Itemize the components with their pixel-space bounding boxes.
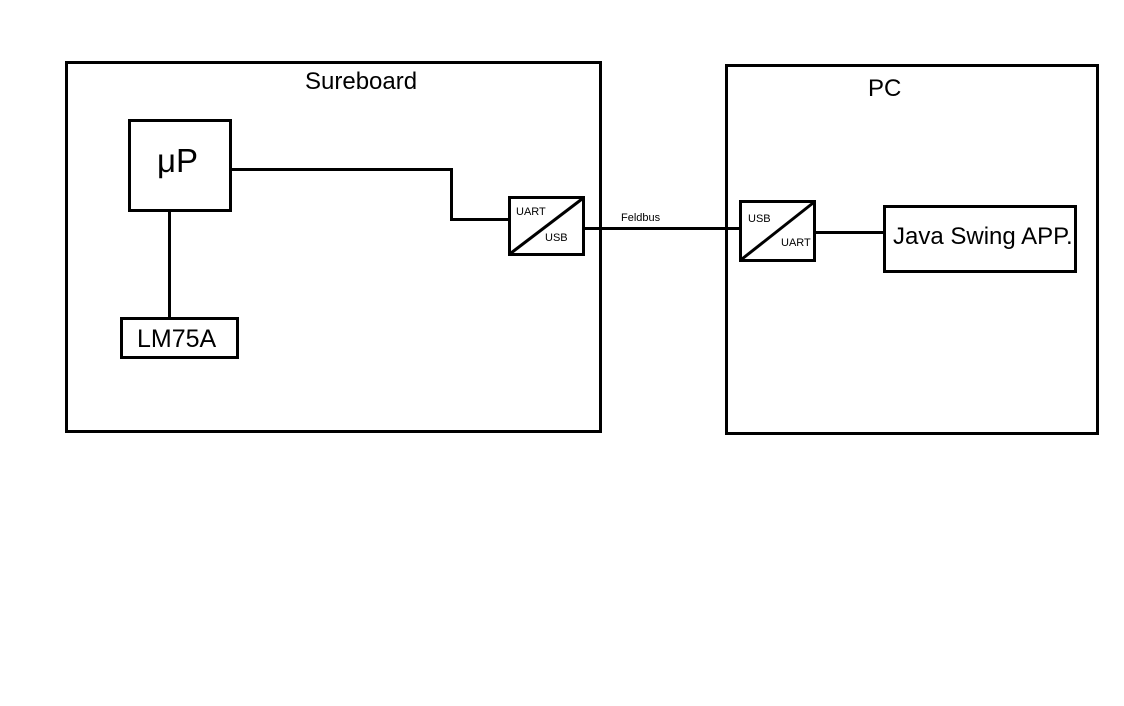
- converter1-top-label: UART: [516, 206, 546, 218]
- microprocessor-block: [128, 119, 232, 212]
- uart-usb-converter: [508, 196, 585, 256]
- pc-title: PC: [868, 75, 902, 102]
- wire-up-vertical-drop: [450, 168, 453, 221]
- usb-uart-converter: [739, 200, 816, 262]
- lm75a-label: LM75A: [137, 325, 217, 353]
- converter2-top-label: USB: [748, 213, 771, 225]
- wire-to-converter1: [450, 218, 512, 221]
- sureboard-title: Sureboard: [305, 68, 418, 95]
- converter2-bottom-label: UART: [781, 237, 811, 249]
- microprocessor-label: μP: [157, 142, 199, 179]
- java-app-label: Java Swing APP.: [893, 223, 1073, 250]
- converter1-bottom-label: USB: [545, 232, 568, 244]
- wire-up-horizontal: [232, 168, 453, 171]
- lm75a-block: [120, 317, 239, 359]
- feldbus-wire: [584, 227, 742, 230]
- wire-converter2-to-app: [815, 231, 885, 234]
- java-app-block: [883, 205, 1077, 273]
- wire-up-to-lm75a: [168, 210, 171, 318]
- feldbus-label: Feldbus: [621, 212, 661, 224]
